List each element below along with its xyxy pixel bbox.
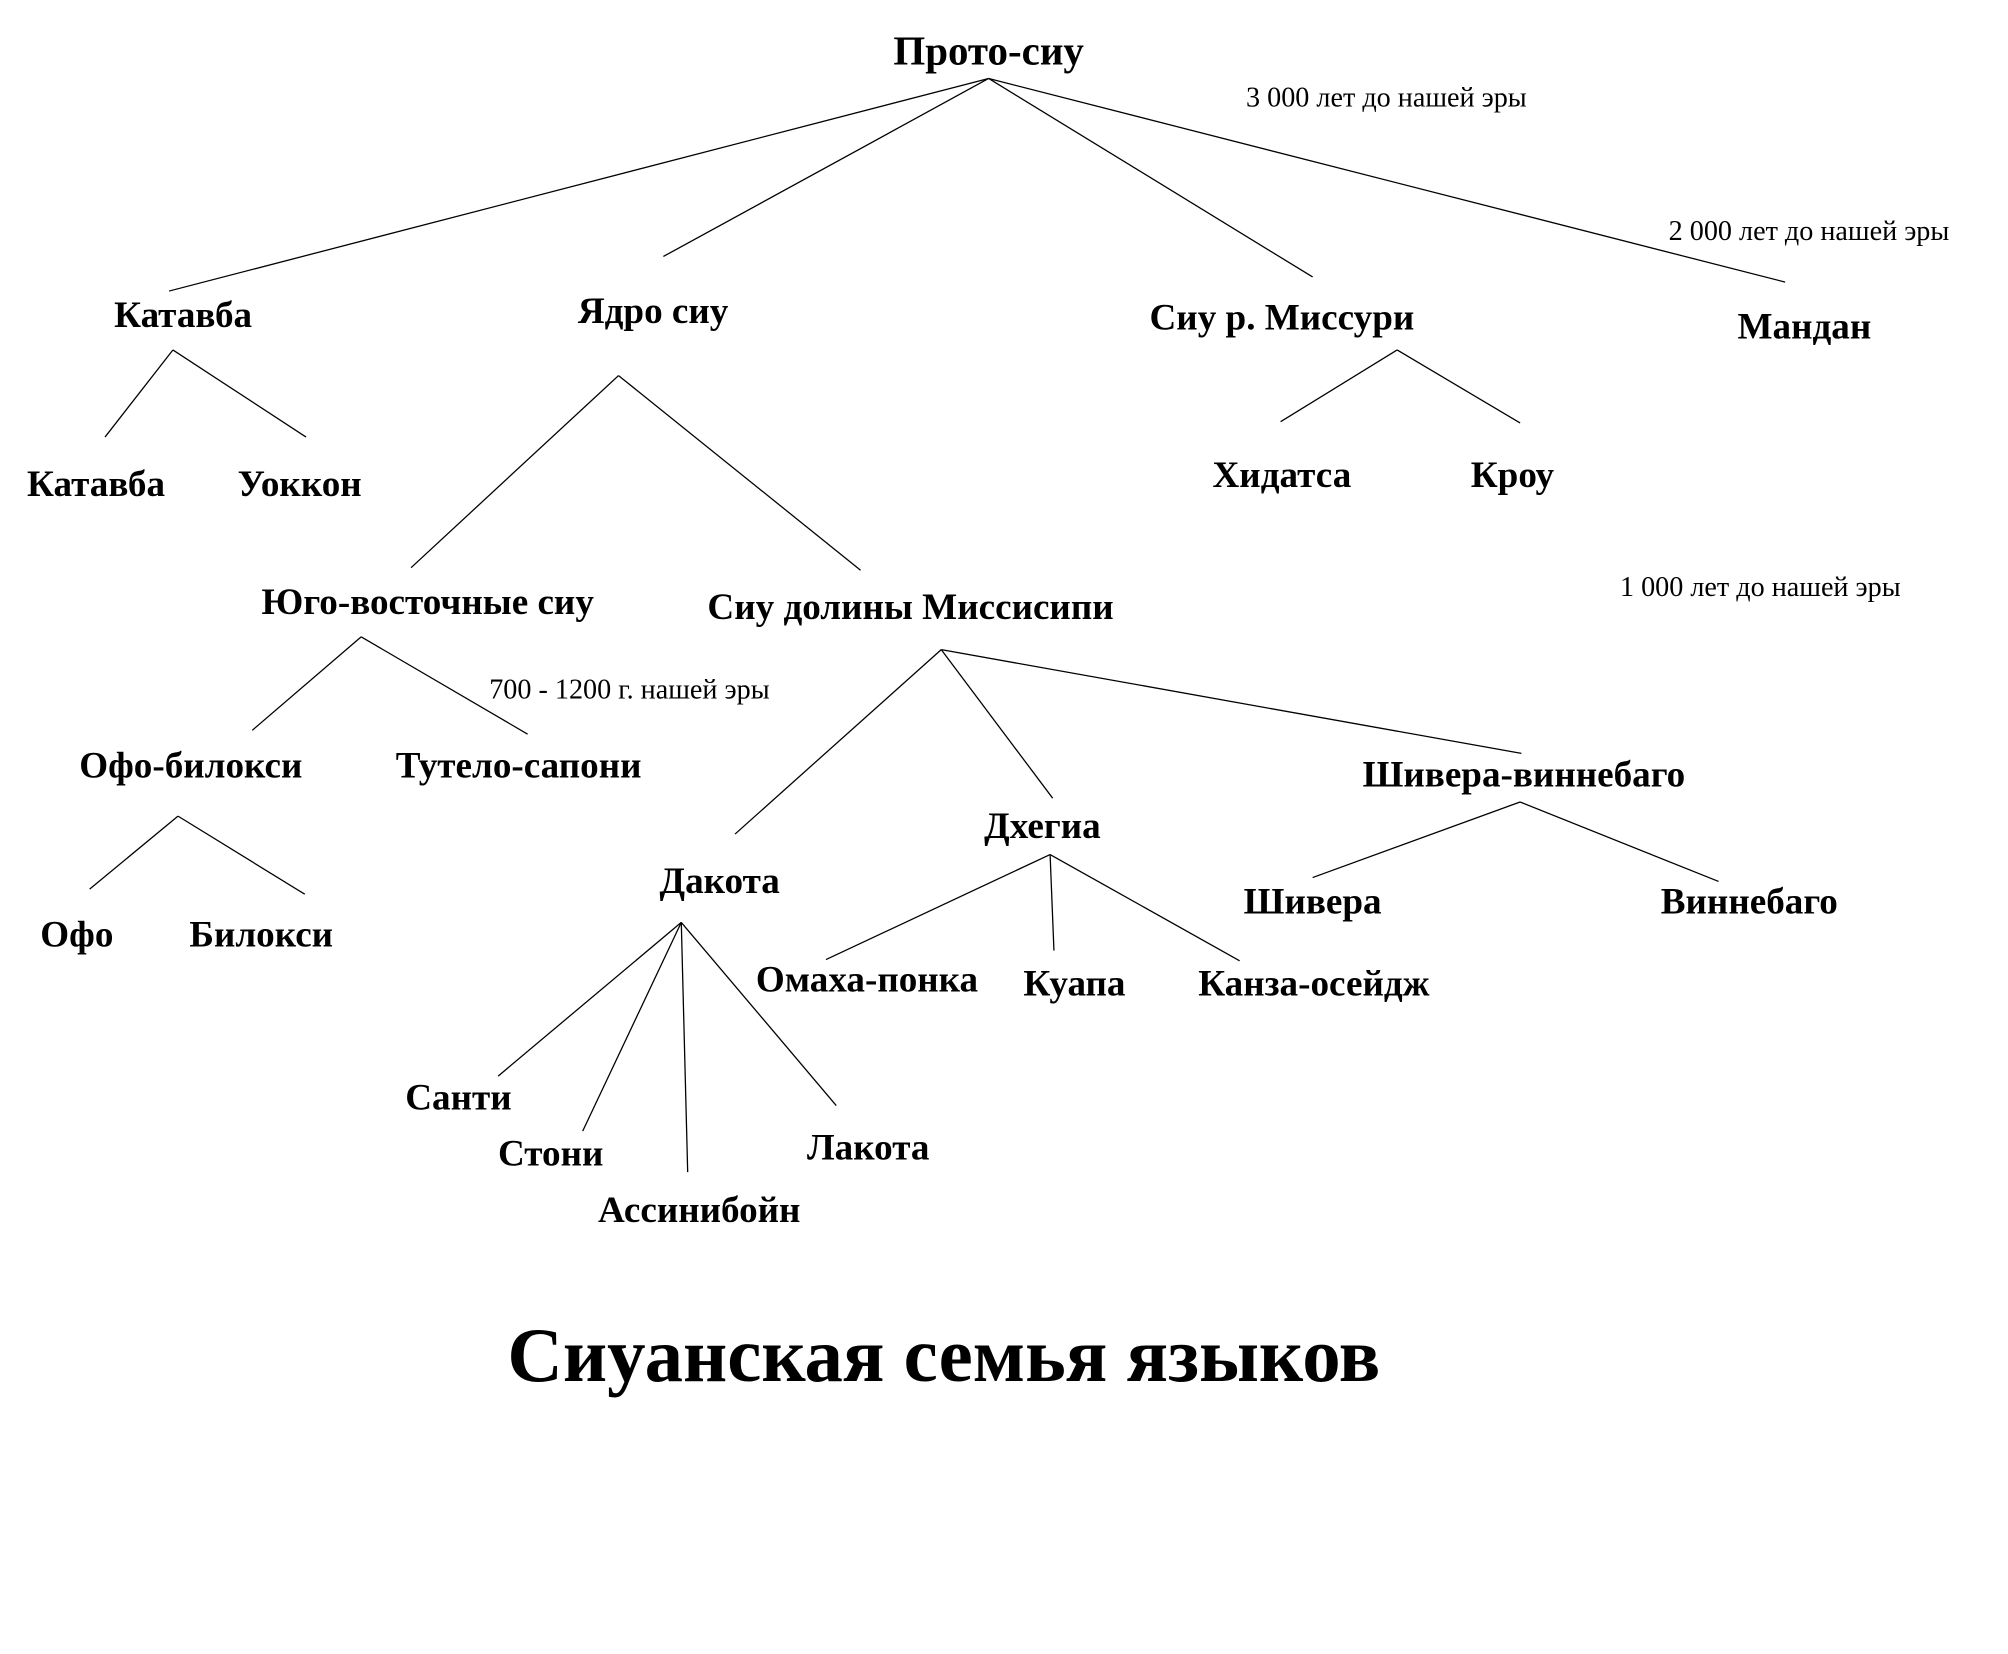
era-labels: 3 000 лет до нашей эры 2 000 лет до наше… bbox=[489, 83, 1949, 706]
edge-proto-mandan bbox=[988, 77, 1786, 283]
node-proto-siouan: Прото-сиу bbox=[893, 27, 1084, 73]
node-stoney: Стони bbox=[498, 1134, 603, 1175]
edge-cw-winnebago bbox=[1519, 801, 1719, 883]
edge-dakota-assiniboine bbox=[680, 922, 689, 1173]
node-crow: Кроу bbox=[1471, 455, 1555, 496]
node-catawba: Катавба bbox=[27, 464, 165, 505]
edge-catawba-woccon bbox=[172, 349, 307, 438]
edge-cw-chiwere bbox=[1312, 801, 1521, 879]
node-catawba-group: Катавба bbox=[114, 295, 252, 336]
edge-southeastern-tutelo bbox=[360, 636, 528, 735]
diagram-title: Сиуанская семья языков bbox=[507, 1313, 1380, 1398]
edge-mississippi-dakota bbox=[734, 649, 942, 835]
edge-dakota-santee bbox=[497, 921, 682, 1077]
edge-dhegiha-quapaw bbox=[1049, 854, 1055, 951]
edge-dhegiha-kansa bbox=[1049, 853, 1240, 962]
edge-dhegiha-omaha bbox=[825, 853, 1051, 961]
tree-edges bbox=[89, 77, 1786, 1173]
node-missouri-river: Сиу р. Миссури bbox=[1150, 297, 1415, 338]
era-700-1200-ad: 700 - 1200 г. нашей эры bbox=[489, 674, 770, 705]
node-santee: Санти bbox=[405, 1077, 511, 1118]
edge-dakota-stoney bbox=[582, 922, 682, 1132]
edge-ofo-biloxi-ofo bbox=[89, 815, 179, 890]
edge-southeastern-ofo-biloxi bbox=[251, 636, 362, 731]
node-dhegiha: Дхегиа bbox=[984, 806, 1100, 847]
era-2000-bc: 2 000 лет до нашей эры bbox=[1669, 216, 1950, 247]
tree-nodes: Прото-сиу Катавба Ядро сиу Сиу р. Миссур… bbox=[27, 27, 1871, 1231]
node-biloxi: Билокси bbox=[189, 915, 333, 956]
node-core-siouan: Ядро сиу bbox=[578, 291, 729, 332]
node-chiwere-winnebago: Шивера-виннебаго bbox=[1363, 755, 1686, 796]
node-quapaw: Куапа bbox=[1023, 963, 1125, 1004]
edge-catawba-catawba bbox=[104, 349, 174, 438]
node-hidatsa: Хидатса bbox=[1213, 455, 1352, 496]
node-southeastern: Юго-восточные сиу bbox=[262, 582, 595, 623]
edge-ofo-biloxi-biloxi bbox=[177, 815, 306, 895]
edge-mississippi-dhegiha bbox=[940, 649, 1054, 799]
edge-missouri-crow bbox=[1396, 349, 1521, 424]
era-1000-bc: 1 000 лет до нашей эры bbox=[1620, 572, 1901, 603]
node-mandan: Мандан bbox=[1738, 306, 1872, 347]
node-lakota: Лакота bbox=[807, 1127, 929, 1168]
node-dakota: Дакота bbox=[660, 861, 780, 902]
node-woccon: Уоккон bbox=[238, 464, 362, 505]
edge-core-mississippi bbox=[618, 375, 861, 571]
node-kansa-osage: Канза-осейдж bbox=[1198, 963, 1429, 1004]
edge-missouri-hidatsa bbox=[1280, 349, 1398, 423]
era-3000-bc: 3 000 лет до нашей эры bbox=[1246, 83, 1527, 114]
edge-dakota-lakota bbox=[680, 921, 837, 1106]
node-omaha-ponca: Омаха-понка bbox=[756, 960, 978, 1001]
node-mississippi-valley: Сиу долины Миссисипи bbox=[707, 587, 1113, 628]
edge-proto-missouri bbox=[988, 77, 1313, 278]
node-ofo-biloxi: Офо-билокси bbox=[79, 746, 302, 787]
edge-proto-catawba bbox=[168, 77, 989, 292]
edge-core-southeastern bbox=[410, 375, 619, 569]
edge-mississippi-chiwere-winnebago bbox=[941, 649, 1522, 754]
node-tutelo-saponi: Тутело-сапони bbox=[396, 746, 642, 787]
node-assiniboine: Ассинибойн bbox=[598, 1190, 800, 1231]
node-winnebago: Виннебаго bbox=[1661, 881, 1838, 922]
node-chiwere: Шивера bbox=[1244, 881, 1382, 922]
node-ofo: Офо bbox=[40, 915, 113, 956]
edge-proto-core bbox=[663, 77, 989, 258]
